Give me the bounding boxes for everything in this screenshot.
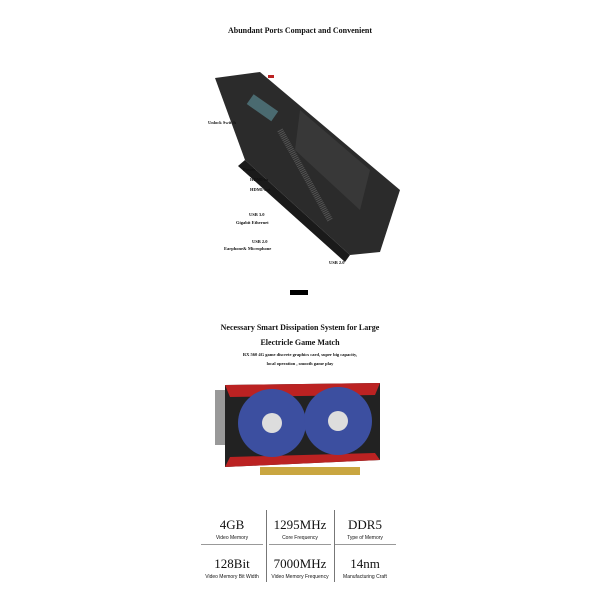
label-earphone: Earphone& Microphone	[224, 246, 272, 251]
label-hdmi-in: HDMI-in	[250, 177, 268, 182]
label-hdmi-out: HDMI-out	[250, 187, 271, 192]
divider-bar	[290, 290, 308, 295]
divider	[266, 510, 267, 582]
label-usb3: USB 3.0	[249, 212, 265, 217]
subtitle-line1: RX 560 4G game discrete graphics card, s…	[242, 352, 358, 357]
label-usb2-side: USB 2.0	[329, 260, 345, 265]
section-title-ports: Abundant Ports Compact and Convenient	[227, 26, 373, 35]
divider	[334, 510, 335, 582]
label-ethernet: Gigabit Ethernet	[236, 220, 269, 225]
graphics-card-image	[215, 383, 380, 475]
label-unlock-switch: Unlock Switch	[208, 120, 236, 125]
label-usb2: USB 2.0	[252, 239, 268, 244]
laptop-side-image	[215, 72, 400, 262]
label-power: Power	[243, 167, 256, 172]
section-title-line1: Necessary Smart Dissipation System for L…	[220, 323, 380, 332]
subtitle-line2: local operation , smooth game play	[266, 361, 334, 366]
section-title-line2: Electricle Game Match	[260, 338, 340, 347]
